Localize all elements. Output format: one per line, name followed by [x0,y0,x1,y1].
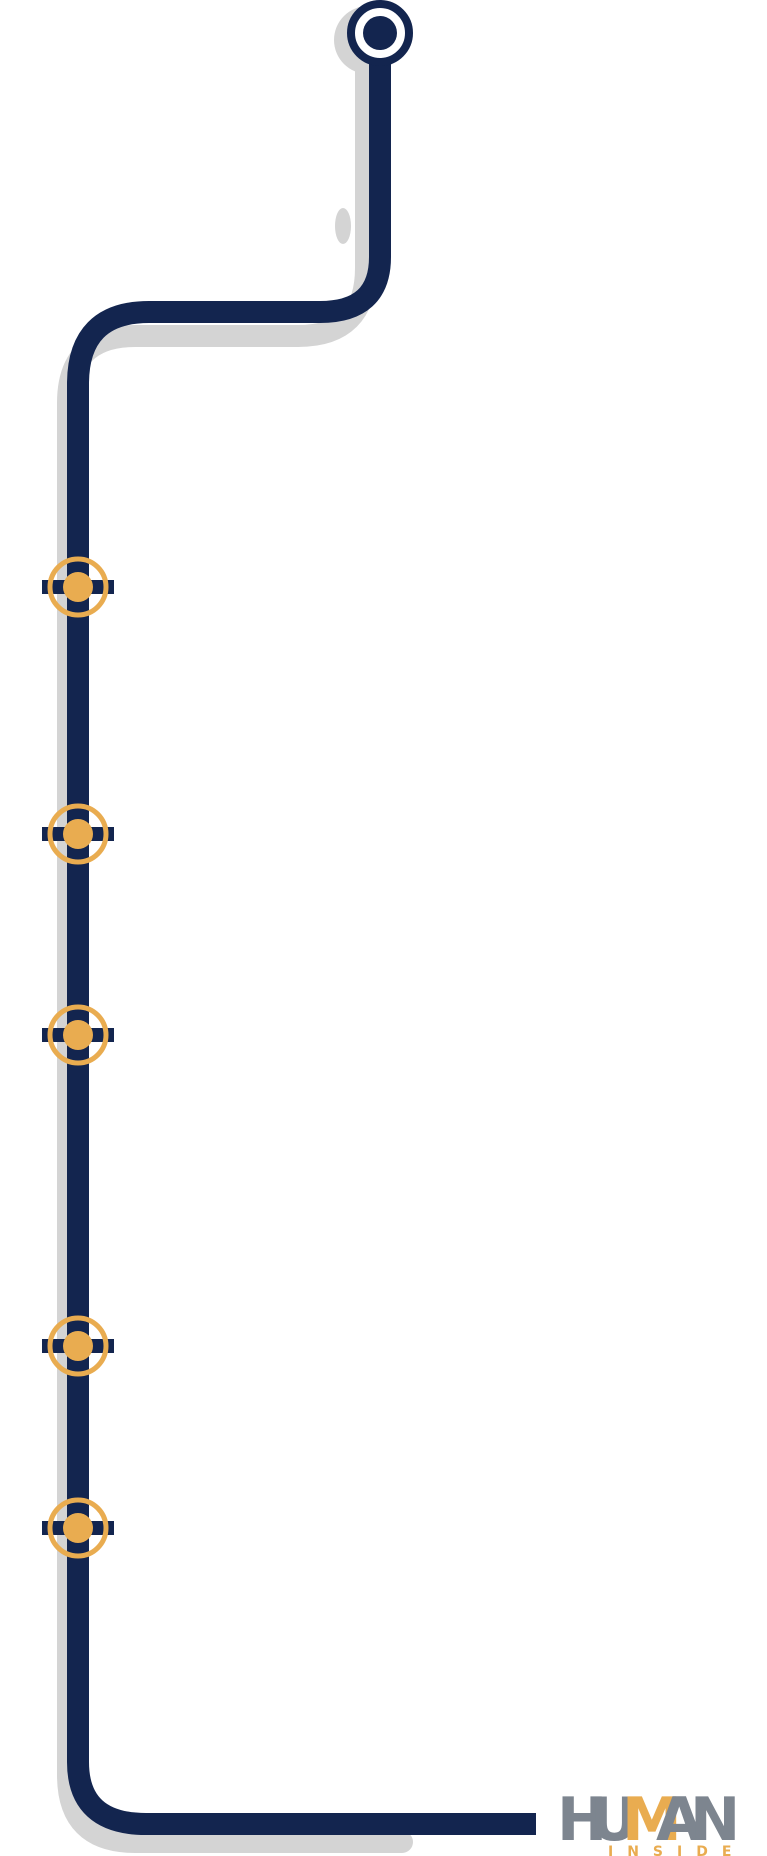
human-inside-logo: H U M A N INSIDE [557,1785,745,1856]
station-ring [47,1004,109,1066]
station-list [42,556,114,1559]
station-marker [42,1315,114,1377]
route-shadow-notch [335,208,351,244]
station-dot [63,1331,93,1361]
route-line [67,60,536,1835]
station-dot [63,1513,93,1543]
station-dot [63,1020,93,1050]
station-marker [42,556,114,618]
logo-subtitle: INSIDE [608,1844,745,1856]
station-ring [47,1315,109,1377]
logo-letter-h: H [557,1785,607,1855]
logo-letter-u: U [590,1785,639,1855]
station-ring [47,803,109,865]
station-ring [47,1497,109,1559]
logo-letter-m: M [622,1785,682,1855]
station-ring [47,556,109,618]
terminus-marker [347,0,413,66]
station-marker [42,1497,114,1559]
station-dot [63,819,93,849]
logo-letter-a: A [656,1785,703,1855]
station-marker [42,803,114,865]
station-dot [63,572,93,602]
station-marker [42,1004,114,1066]
logo-letter-n: N [690,1785,740,1855]
terminus-core [363,16,397,50]
